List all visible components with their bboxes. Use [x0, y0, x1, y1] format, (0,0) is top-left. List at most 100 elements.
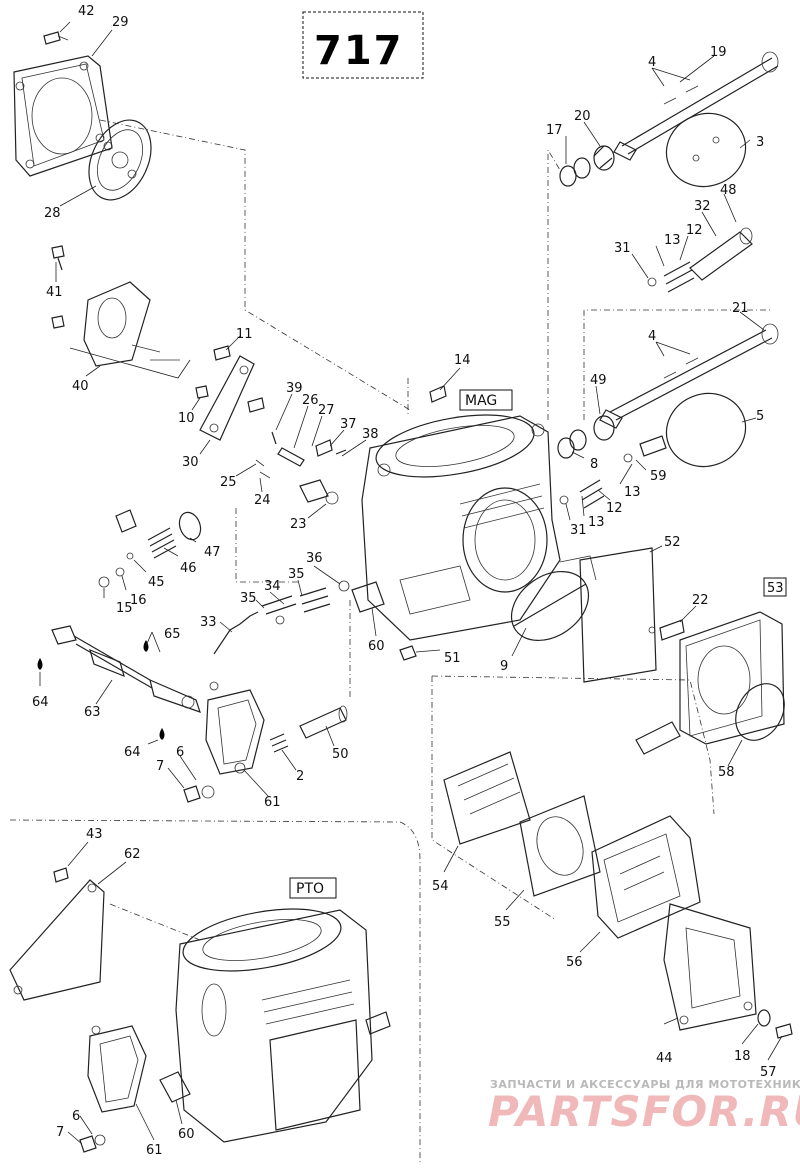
callout-39: 39	[286, 381, 303, 396]
screw-42	[43, 31, 69, 45]
callout-37: 37	[340, 417, 357, 432]
mag-label: MAG	[465, 393, 497, 409]
pto-label: PTO	[296, 881, 324, 897]
callout-49: 49	[590, 373, 607, 388]
cover-61	[205, 681, 265, 775]
callout-21: 21	[732, 301, 749, 316]
plate-5	[665, 392, 747, 468]
callout-51: 51	[444, 651, 461, 666]
needle-group	[213, 580, 350, 655]
adjuster-group	[98, 509, 202, 588]
callout-32: 32	[694, 199, 711, 214]
callout-7-mag: 7	[156, 759, 164, 774]
linkage-rod	[51, 625, 201, 713]
callout-19: 19	[710, 45, 727, 60]
callout-3: 3	[756, 135, 764, 150]
reed-block-56	[591, 815, 701, 939]
needle-valve-32	[647, 227, 753, 293]
callout-42: 42	[78, 4, 95, 19]
callout-13-mid: 13	[624, 485, 641, 500]
callout-55: 55	[494, 915, 511, 930]
bracket-44	[663, 903, 757, 1031]
callout-8: 8	[590, 457, 598, 472]
callout-5: 5	[756, 409, 764, 424]
callout-16: 16	[130, 593, 147, 608]
plate-40	[69, 281, 191, 379]
callout-33: 33	[200, 615, 217, 630]
callout-64-lower: 64	[124, 745, 141, 760]
callout-47: 47	[204, 545, 221, 560]
lever-60-pto	[159, 1071, 191, 1103]
callout-35-lower: 35	[240, 591, 257, 606]
callout-56: 56	[566, 955, 583, 970]
bushing-20	[593, 145, 615, 171]
callout-46: 46	[180, 561, 197, 576]
cover-61-pto	[87, 1025, 147, 1113]
orings-8	[557, 429, 587, 459]
callout-35-upper: 35	[288, 567, 305, 582]
callout-48: 48	[720, 183, 737, 198]
gasket-54	[443, 751, 531, 845]
callout-43: 43	[86, 827, 103, 842]
callout-15: 15	[116, 601, 133, 616]
bracket-30	[199, 355, 255, 441]
diaphragm-28	[88, 119, 152, 201]
callout-57: 57	[760, 1065, 777, 1080]
callout-25: 25	[220, 475, 237, 490]
nut-7-washer-6	[183, 785, 215, 803]
callout-65: 65	[164, 627, 181, 642]
callout-2: 2	[296, 769, 304, 784]
needle-12-13-31	[559, 479, 605, 509]
callout-34: 34	[264, 579, 281, 594]
callout-29: 29	[112, 15, 129, 30]
callout-6-pto: 6	[72, 1109, 80, 1124]
callout-58: 58	[718, 765, 735, 780]
model-box: 717	[302, 11, 424, 79]
callout-50: 50	[332, 747, 349, 762]
callout-4-upper: 4	[648, 55, 656, 70]
callout-23: 23	[290, 517, 307, 532]
callout-14: 14	[454, 353, 471, 368]
plate-52	[579, 547, 657, 683]
plate-3	[665, 112, 747, 188]
callout-13-upper: 13	[664, 233, 681, 248]
callout-17: 17	[546, 123, 563, 138]
callout-11: 11	[236, 327, 253, 342]
callout-31-upper: 31	[614, 241, 631, 256]
callout-18: 18	[734, 1049, 751, 1064]
boxed-53-label: 53	[767, 581, 784, 596]
screw-group-39-27	[255, 431, 347, 505]
watermark: ЗАПЧАСТИ И АКСЕССУАРЫ ДЛЯ МОТОТЕХНИКИ PA…	[488, 1078, 800, 1136]
callout-31-mid: 31	[570, 523, 587, 538]
callout-6-mag: 6	[176, 745, 184, 760]
carburetor-body-mag	[351, 414, 561, 641]
callout-61-mag: 61	[264, 795, 281, 810]
shaft-21	[599, 323, 779, 429]
callout-27: 27	[318, 403, 335, 418]
callout-13-low: 13	[588, 515, 605, 530]
callout-12-low: 12	[606, 501, 623, 516]
gasket-9	[510, 555, 597, 642]
callout-52: 52	[664, 535, 681, 550]
callout-63: 63	[84, 705, 101, 720]
callout-30: 30	[182, 455, 199, 470]
callout-60-pto: 60	[178, 1127, 195, 1142]
model-number: 717	[314, 28, 404, 74]
orings-17	[559, 157, 591, 187]
callout-12-upper: 12	[686, 223, 703, 238]
callout-41: 41	[46, 285, 63, 300]
callout-10: 10	[178, 411, 195, 426]
plate-62	[9, 879, 105, 1001]
washer-18-screw-57	[757, 1009, 793, 1039]
callout-7-pto: 7	[56, 1125, 64, 1140]
callout-26: 26	[302, 393, 319, 408]
callout-54: 54	[432, 879, 449, 894]
spring-2-shaft-50	[269, 705, 348, 753]
shaft-19	[613, 51, 779, 161]
boxed-53-tag: 53	[763, 577, 787, 597]
watermark-tagline: ЗАПЧАСТИ И АКСЕССУАРЫ ДЛЯ МОТОТЕХНИКИ	[490, 1078, 800, 1091]
callout-45: 45	[148, 575, 165, 590]
callout-61-pto: 61	[146, 1143, 163, 1158]
callout-24: 24	[254, 493, 271, 508]
callout-36: 36	[306, 551, 323, 566]
